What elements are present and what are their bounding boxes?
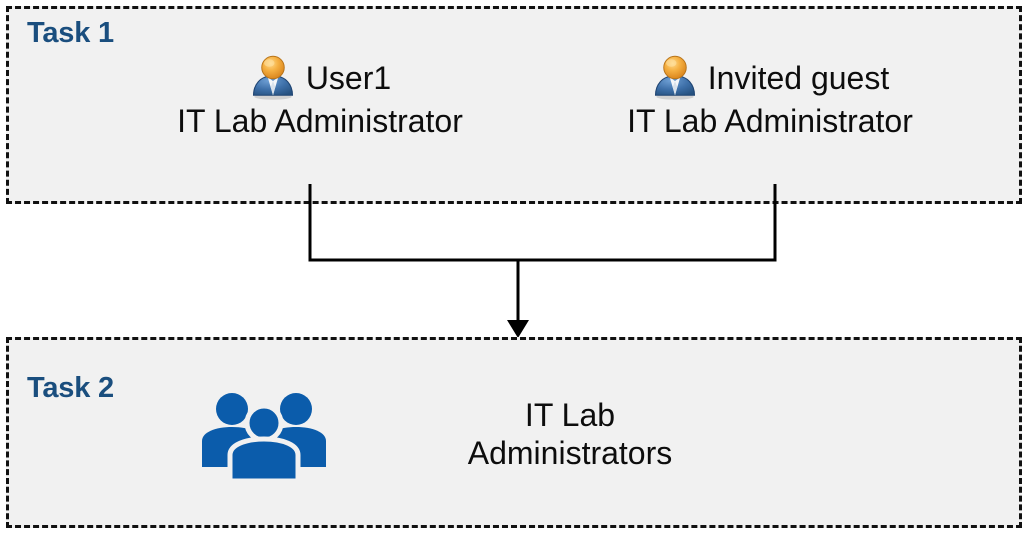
- task-1-container: [6, 6, 1022, 204]
- person-entry-invited-guest: Invited guest IT Lab Administrator: [585, 52, 955, 139]
- task-2-container: [6, 337, 1022, 528]
- person-user1-header: User1: [135, 52, 505, 104]
- task-2-label: Task 2: [27, 372, 114, 404]
- group-name-line-1: IT Lab: [524, 397, 616, 434]
- person-user1-name: User1: [305, 60, 392, 96]
- person-guest-name: Invited guest: [707, 60, 890, 96]
- person-entry-user1: User1 IT Lab Administrator: [135, 52, 505, 139]
- group-name-line-2: Administrators: [467, 435, 673, 471]
- task-1-label: Task 1: [27, 17, 114, 49]
- person-guest-role: IT Lab Administrator: [627, 103, 913, 139]
- user-icon: [651, 54, 699, 102]
- down-arrow-icon: [507, 320, 529, 338]
- group-of-people-icon: [200, 389, 328, 481]
- person-guest-header: Invited guest: [585, 52, 955, 104]
- user-icon: [249, 54, 297, 102]
- group-entry-it-lab-administrators: IT Lab Administrators: [200, 380, 840, 490]
- person-user1-role: IT Lab Administrator: [177, 103, 463, 139]
- group-name: IT Lab Administrators: [420, 397, 720, 473]
